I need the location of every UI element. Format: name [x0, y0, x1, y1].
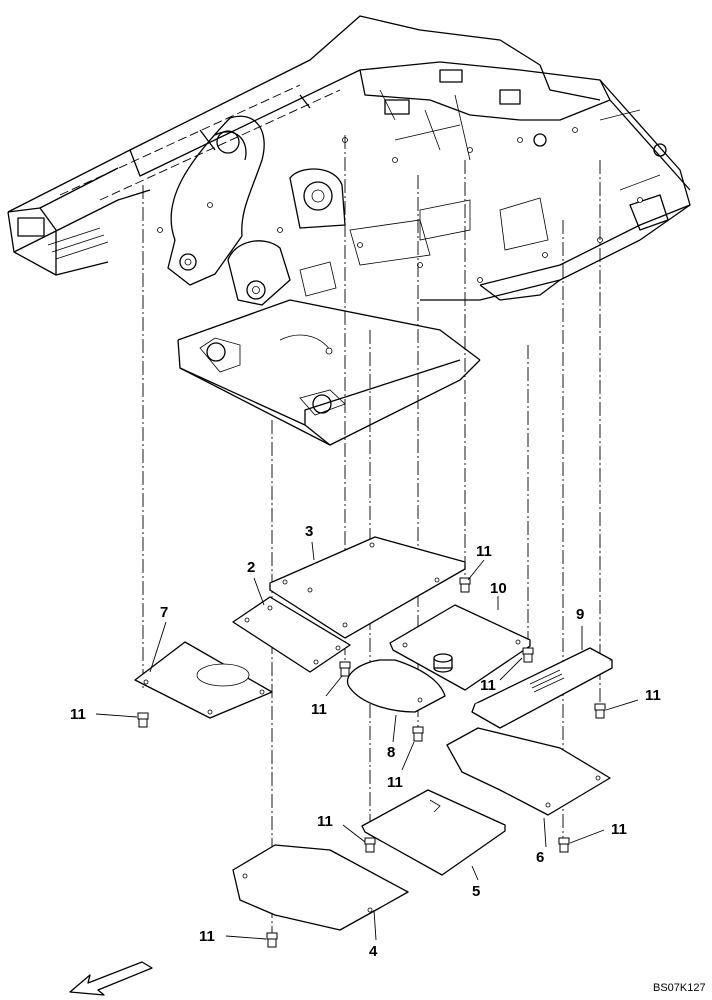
- callout-11: 11: [317, 813, 333, 830]
- callout-7: 7: [160, 604, 168, 621]
- bolt-icon: [594, 703, 606, 719]
- cover-plate-2: [232, 596, 351, 673]
- callout-11: 11: [476, 543, 492, 560]
- cover-plate-4: [232, 844, 409, 931]
- bolt-icon: [339, 661, 351, 677]
- cover-plate-3: [269, 536, 466, 639]
- louvered-cover-9: [471, 647, 613, 729]
- assembly-centerlines: [142, 135, 601, 935]
- bolt-icon: [137, 712, 149, 728]
- frame-bolt-holes: [157, 127, 643, 283]
- callout-2: 2: [247, 559, 255, 576]
- callout-8: 8: [387, 744, 395, 761]
- cover-plate-10: [389, 604, 531, 691]
- direction-arrow-icon: [69, 961, 153, 996]
- callout-6: 6: [536, 849, 544, 866]
- callout-10: 10: [490, 580, 507, 597]
- formed-cover-8: [347, 659, 446, 713]
- callout-11: 11: [611, 821, 627, 838]
- bolts-11: [137, 577, 606, 948]
- callout-9: 9: [576, 606, 584, 623]
- bolt-icon: [558, 837, 570, 853]
- callout-5: 5: [472, 883, 480, 900]
- bolt-icon: [266, 932, 278, 948]
- callout-11: 11: [199, 928, 215, 945]
- machine-frame-assembly: [7, 15, 691, 446]
- drawing-code: BS07K127: [653, 982, 706, 994]
- callout-3: 3: [305, 523, 313, 540]
- bolt-icon: [364, 837, 376, 853]
- callout-11: 11: [70, 706, 86, 723]
- bolt-icon: [412, 726, 424, 742]
- leader-lines: [95, 541, 639, 941]
- callout-11: 11: [311, 701, 327, 718]
- cover-plate-7: [134, 641, 273, 719]
- bolt-icon: [459, 577, 471, 593]
- callout-4: 4: [369, 943, 378, 960]
- callout-labels: 2 3 4 5 6 7 8 9 10 11 11 11 11 11 11 11 …: [70, 523, 661, 960]
- cover-plate-6: [446, 727, 611, 816]
- bolt-icon: [522, 647, 534, 663]
- callout-11: 11: [645, 687, 661, 704]
- callout-11: 11: [387, 774, 403, 791]
- callout-11: 11: [480, 677, 496, 694]
- cover-plate-5: [361, 789, 506, 876]
